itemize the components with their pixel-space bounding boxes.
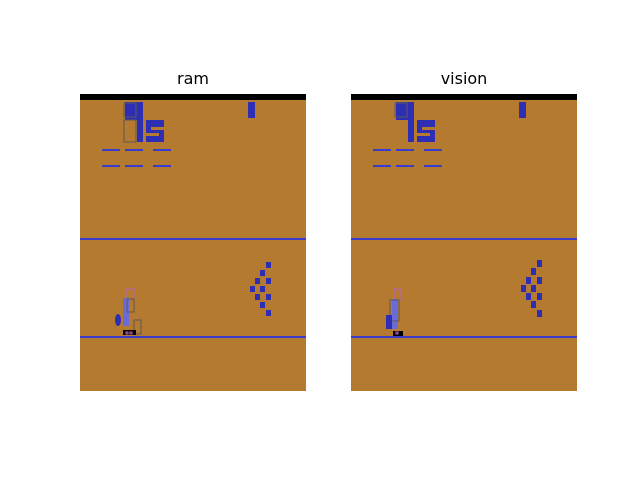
pin bbox=[526, 277, 531, 284]
player-body bbox=[392, 299, 398, 329]
bowling-ball bbox=[386, 315, 392, 329]
pin bbox=[537, 260, 542, 267]
top-bar bbox=[80, 94, 306, 100]
pin bbox=[537, 277, 542, 284]
lane-background bbox=[351, 94, 577, 391]
pin bbox=[266, 294, 271, 300]
frame-marker bbox=[125, 149, 143, 151]
pin bbox=[260, 302, 265, 308]
player-box bbox=[126, 298, 135, 313]
pin bbox=[521, 285, 526, 292]
pin bbox=[526, 293, 531, 300]
lane-line-bottom bbox=[80, 336, 306, 338]
pin bbox=[260, 286, 265, 292]
lane-line-top bbox=[80, 238, 306, 240]
pin bbox=[531, 268, 536, 275]
pin bbox=[255, 294, 260, 300]
frame-marker bbox=[396, 165, 414, 167]
pin bbox=[531, 285, 536, 292]
player-body bbox=[123, 298, 129, 326]
lane-line-bottom bbox=[351, 336, 577, 338]
pin bbox=[537, 310, 542, 317]
top-bar bbox=[351, 94, 577, 100]
player-feet-mark bbox=[129, 331, 133, 335]
score-digit-gap bbox=[422, 127, 435, 130]
score-digit bbox=[125, 102, 143, 120]
pin bbox=[531, 301, 536, 308]
panel-title-ram: ram bbox=[177, 69, 209, 88]
pin bbox=[266, 262, 271, 268]
player-feet-mark bbox=[395, 331, 399, 335]
lane-background bbox=[80, 94, 306, 391]
player-feet-mark bbox=[125, 331, 129, 335]
player-box bbox=[389, 299, 400, 322]
ball-box bbox=[133, 319, 142, 335]
game-frame-vision bbox=[351, 94, 577, 391]
pin bbox=[266, 278, 271, 284]
score-digit-gap bbox=[151, 127, 164, 130]
frame-digit bbox=[248, 102, 255, 118]
digit-box bbox=[123, 119, 137, 143]
frame-marker bbox=[373, 165, 391, 167]
frame-marker bbox=[153, 149, 171, 151]
frame-marker bbox=[373, 149, 391, 151]
score-digit bbox=[396, 102, 414, 120]
frame-marker bbox=[424, 165, 442, 167]
score-digit bbox=[417, 120, 435, 142]
bowling-ball bbox=[115, 314, 121, 326]
score-digit bbox=[408, 120, 414, 142]
lane-line-top bbox=[351, 238, 577, 240]
frame-digit bbox=[519, 102, 526, 118]
frame-marker bbox=[102, 165, 120, 167]
pin bbox=[250, 286, 255, 292]
score-digit bbox=[137, 120, 143, 142]
panel-vision bbox=[351, 94, 577, 391]
frame-marker bbox=[396, 149, 414, 151]
pin bbox=[537, 293, 542, 300]
panel-ram bbox=[80, 94, 306, 391]
score-digit-gap bbox=[417, 133, 430, 136]
panel-title-vision: vision bbox=[440, 69, 488, 88]
frame-marker bbox=[153, 165, 171, 167]
pin bbox=[255, 278, 260, 284]
frame-marker bbox=[102, 149, 120, 151]
digit-box bbox=[394, 102, 408, 118]
frame-marker bbox=[424, 149, 442, 151]
score-digit bbox=[146, 120, 164, 142]
pin bbox=[260, 270, 265, 276]
frame-marker bbox=[125, 165, 143, 167]
digit-box bbox=[123, 102, 137, 118]
game-frame-ram bbox=[80, 94, 306, 391]
score-digit-gap bbox=[146, 133, 159, 136]
pin bbox=[266, 310, 271, 316]
